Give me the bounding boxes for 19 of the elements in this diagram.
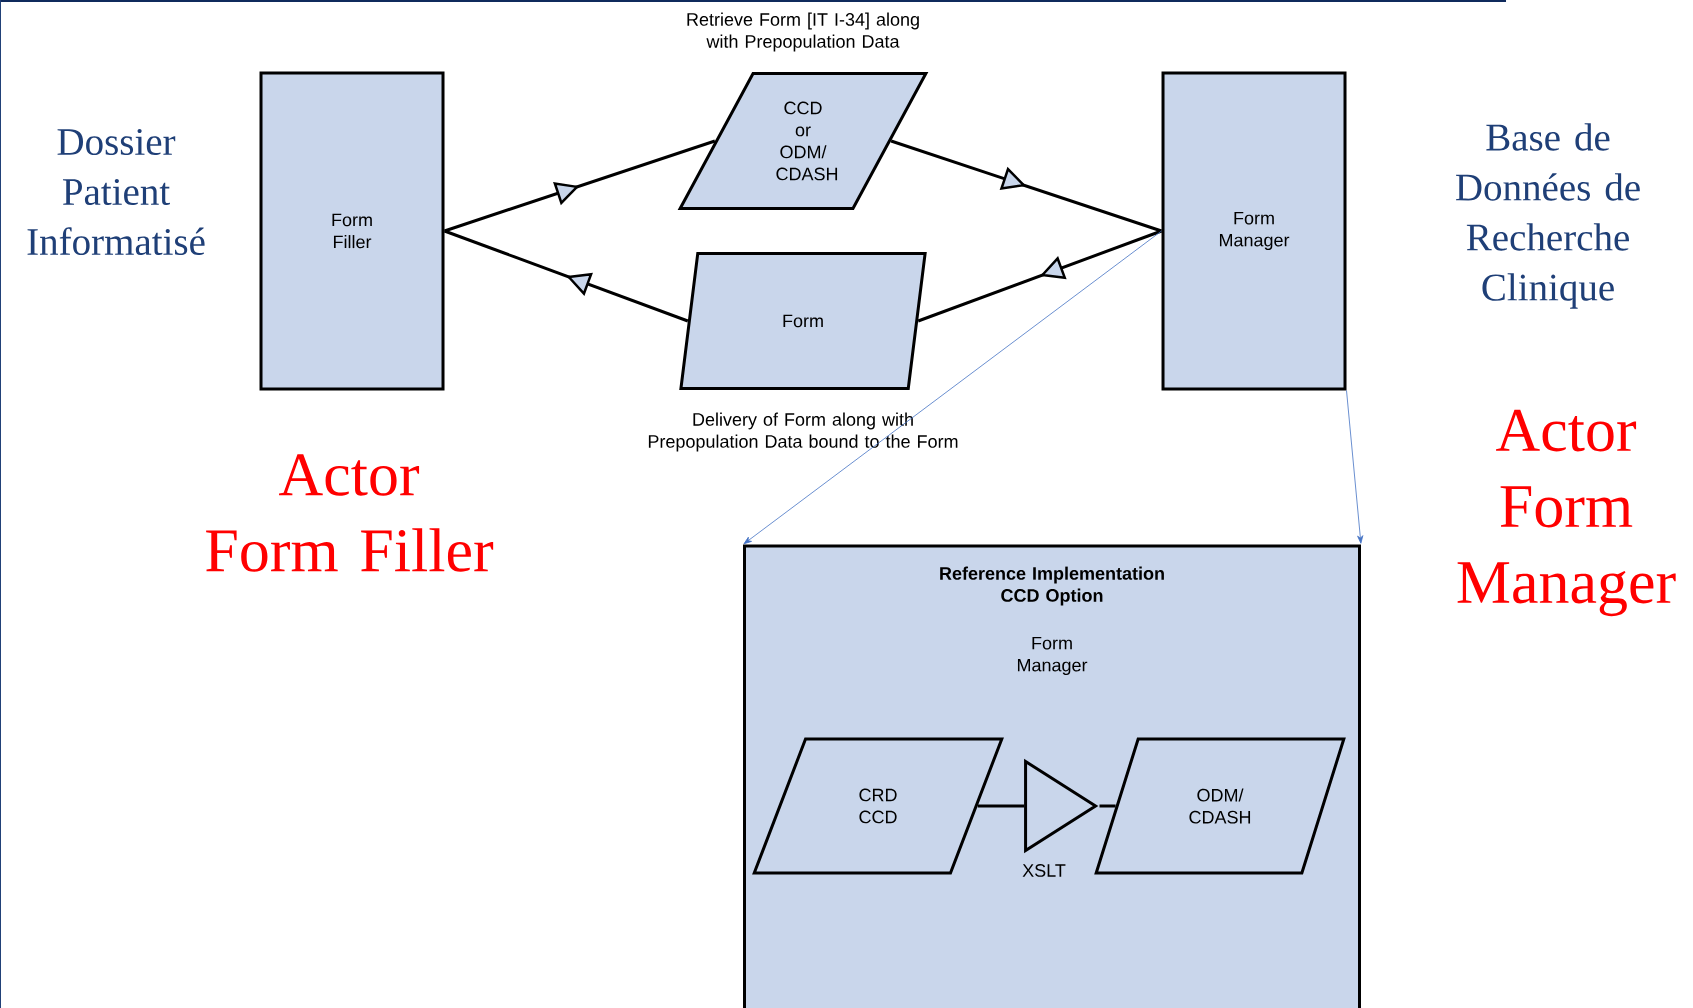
data-parallelogram: CRD CCD xyxy=(752,737,1004,875)
transform-label: XSLT xyxy=(1022,864,1066,877)
side-label: Base de Données de Recherche Clinique xyxy=(1456,123,1640,309)
arrow xyxy=(743,230,1162,545)
node-label: Retrieve Form [IT I-34] along with Prepopulation Data xyxy=(687,12,919,52)
arrow xyxy=(444,139,716,233)
actor-box: Form Manager xyxy=(1161,71,1347,391)
node-label: Delivery of Form along with Prepopulation Data bound to the Form xyxy=(648,412,958,452)
arrow xyxy=(1346,390,1364,544)
actor-box: Form Filler xyxy=(259,71,445,391)
arrow xyxy=(444,229,689,323)
side-label: Dossier Patient Informatisé xyxy=(27,128,205,256)
box-label: Form Manager xyxy=(1017,636,1088,676)
actor-label: Actor Form Manager xyxy=(1457,409,1676,617)
arrow xyxy=(890,139,1162,233)
arrow xyxy=(917,229,1163,323)
data-parallelogram: Form xyxy=(679,252,927,390)
actor-label: Actor Form Filler xyxy=(206,454,494,572)
box-title: Reference Implementation CCD Option xyxy=(940,566,1164,606)
